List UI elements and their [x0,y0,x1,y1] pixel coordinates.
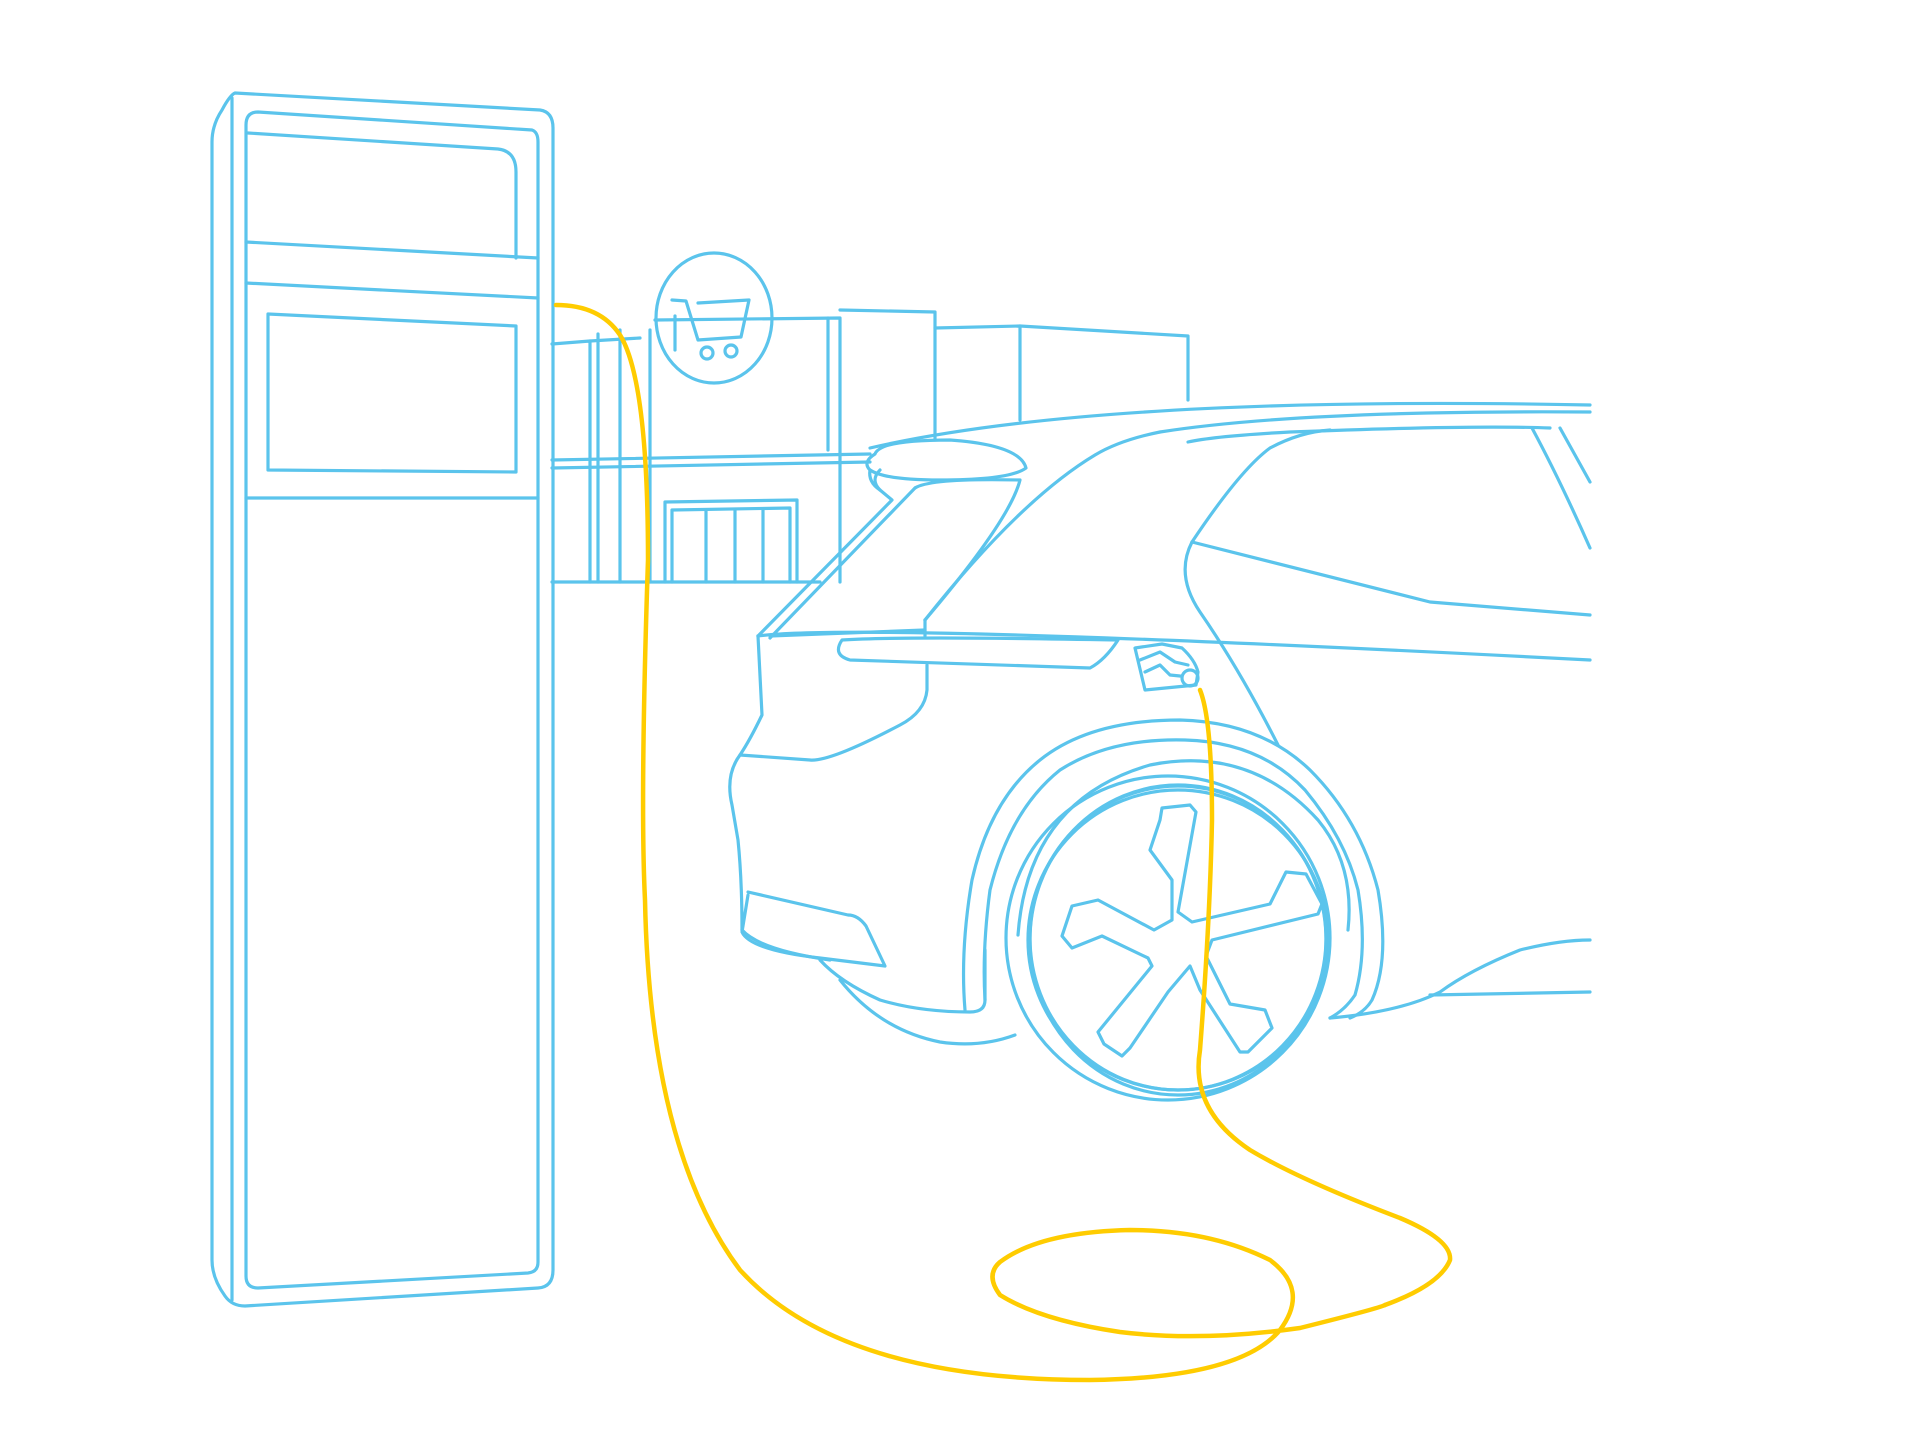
electric-car [728,401,1592,1102]
charging-cable [553,302,1453,1383]
store-building [550,308,1190,584]
charging-station [210,91,555,1308]
wheel-icon [1004,759,1351,1102]
shopping-cart-icon [670,298,751,361]
wheel [1004,759,1351,1102]
charging-cable-icon [553,302,1453,1383]
store-door [663,498,799,584]
car-icon [728,401,1592,1046]
shopping-cart-sign [654,251,774,385]
